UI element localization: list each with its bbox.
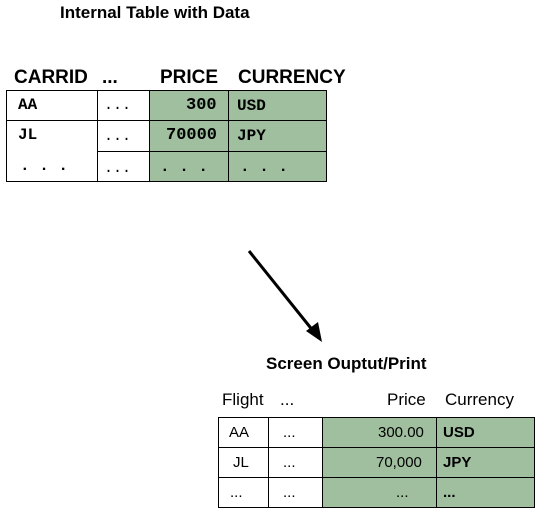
bottom-cell-price-3 <box>322 477 437 508</box>
top-cell-currency-3 <box>228 151 327 182</box>
bottom-flight-aa: AA <box>229 424 250 441</box>
top-carrid-jl: JL <box>18 126 38 144</box>
bottom-currency-jpy: JPY <box>443 454 472 471</box>
screen-output-title: Screen Ouptut/Print <box>266 354 427 373</box>
bottom-cell-currency-3 <box>436 477 535 508</box>
bottom-cell-currency-2 <box>436 447 535 478</box>
bottom-currency-usd: USD <box>443 424 475 441</box>
bottom-cell-flight-3 <box>218 477 269 508</box>
bottom-dots-2: ... <box>283 454 296 471</box>
top-dots-3: ... <box>104 160 132 177</box>
top-currency-more: . . . <box>240 158 289 176</box>
top-price-more: . . . <box>160 158 209 176</box>
top-carrid-more: . . . <box>20 157 69 175</box>
top-header-ellipsis: ... <box>102 67 118 88</box>
bottom-cell-price-1 <box>322 417 437 448</box>
bottom-header-flight: Flight <box>222 390 264 409</box>
bottom-flight-more: ... <box>230 484 243 501</box>
bottom-dots-3: ... <box>283 484 296 501</box>
top-header-currency: CURRENCY <box>238 67 346 88</box>
top-header-price: PRICE <box>160 67 219 88</box>
top-dots-2: ... <box>104 128 132 145</box>
top-carrid-aa: AA <box>18 96 38 114</box>
top-price-70000: 70000 <box>166 126 218 145</box>
top-cell-currency-1 <box>228 90 327 121</box>
top-cell-price-3 <box>149 151 229 182</box>
bottom-price-70000: 70,000 <box>376 454 422 471</box>
bottom-flight-jl: JL <box>233 454 249 471</box>
internal-table-title: Internal Table with Data <box>60 3 250 22</box>
bottom-header-price: Price <box>387 390 426 409</box>
bottom-cell-currency-1 <box>436 417 535 448</box>
bottom-dots-1: ... <box>283 424 296 441</box>
top-price-300: 300 <box>186 96 217 115</box>
top-dots-1: ... <box>104 97 132 114</box>
bottom-price-300: 300.00 <box>378 424 424 441</box>
bottom-header-currency: Currency <box>445 390 514 409</box>
top-currency-usd: USD <box>237 97 266 115</box>
top-header-carrid: CARRID <box>14 67 88 88</box>
top-currency-jpy: JPY <box>237 127 266 145</box>
bottom-currency-more: ... <box>443 484 456 501</box>
bottom-price-more: ... <box>396 484 409 501</box>
bottom-header-ellipsis: ... <box>280 390 295 409</box>
top-cell-price-1 <box>149 90 229 121</box>
